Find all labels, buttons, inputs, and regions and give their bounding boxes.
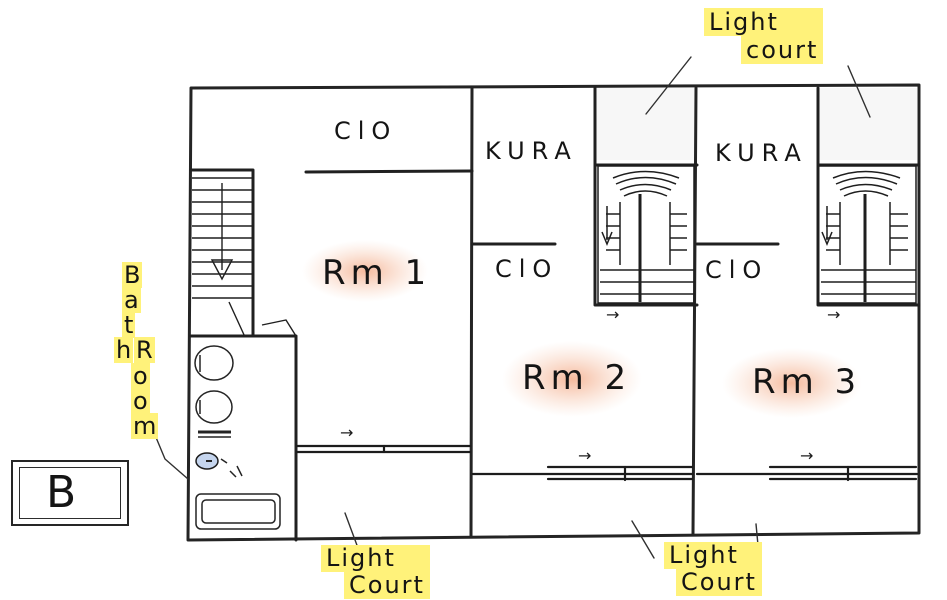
leader-lines [149, 56, 871, 559]
door-arrow-rm2-stair: → [606, 305, 620, 324]
room-3-label: Rm 3 [752, 362, 862, 402]
stair-rm2 [597, 165, 695, 304]
closet-label-top: ClO [334, 117, 398, 145]
sliding-doors [295, 444, 919, 482]
section-box: B [11, 460, 129, 526]
stair-rm1 [192, 177, 297, 338]
bathroom-letter-2: a [122, 286, 141, 314]
stair-rm3 [817, 165, 917, 304]
door-arrow-rm2: → [578, 446, 592, 465]
bathroom-letter-7: o [131, 387, 150, 415]
door-arrow-rm1: → [340, 423, 354, 442]
room-2-label: Rm 2 [522, 358, 632, 398]
bathroom-letter-1: B [122, 261, 143, 289]
room-1-label: Rm 1 [322, 253, 432, 293]
door-arrow-rm3: → [800, 446, 814, 465]
bathroom-letter-6: o [131, 362, 150, 390]
light-court-top-line-1: Light [704, 8, 824, 36]
kura-label-rm2: KURA [485, 137, 578, 165]
kura-label-rm3: KURA [715, 139, 808, 167]
closet-label-rm2: ClO [495, 255, 559, 283]
light-court-top-line-2: court [741, 36, 824, 64]
bathroom-label: B a t h R o o m [114, 262, 166, 452]
bathroom-fixtures [194, 345, 281, 530]
section-box-inner-border [19, 467, 121, 519]
light-court-bottom-right-label: Light Court [664, 542, 762, 596]
light-court-top-label: Light court [704, 8, 824, 64]
light-court-bottom-right-line-2: Court [676, 569, 762, 596]
light-court-bottom-left-label: Light Court [321, 545, 430, 599]
outer-walls [186, 83, 921, 542]
light-court-bottom-right-line-1: Light [664, 542, 762, 569]
section-box-label: B [46, 467, 77, 518]
room-haze-fills [302, 240, 862, 418]
bathroom-letter-4: h [114, 336, 134, 364]
light-court-fills [595, 88, 917, 160]
bathroom-letter-5: R [134, 336, 155, 364]
closet-label-rm3: ClO [705, 256, 769, 284]
light-court-bottom-left-line-1: Light [321, 545, 430, 572]
light-court-bottom-left-line-2: Court [344, 572, 430, 599]
interior-walls [189, 86, 921, 542]
bathroom-letter-8: m [131, 412, 159, 440]
door-arrow-rm3-stair: → [827, 305, 841, 324]
bathroom-letter-3: t [122, 311, 136, 339]
